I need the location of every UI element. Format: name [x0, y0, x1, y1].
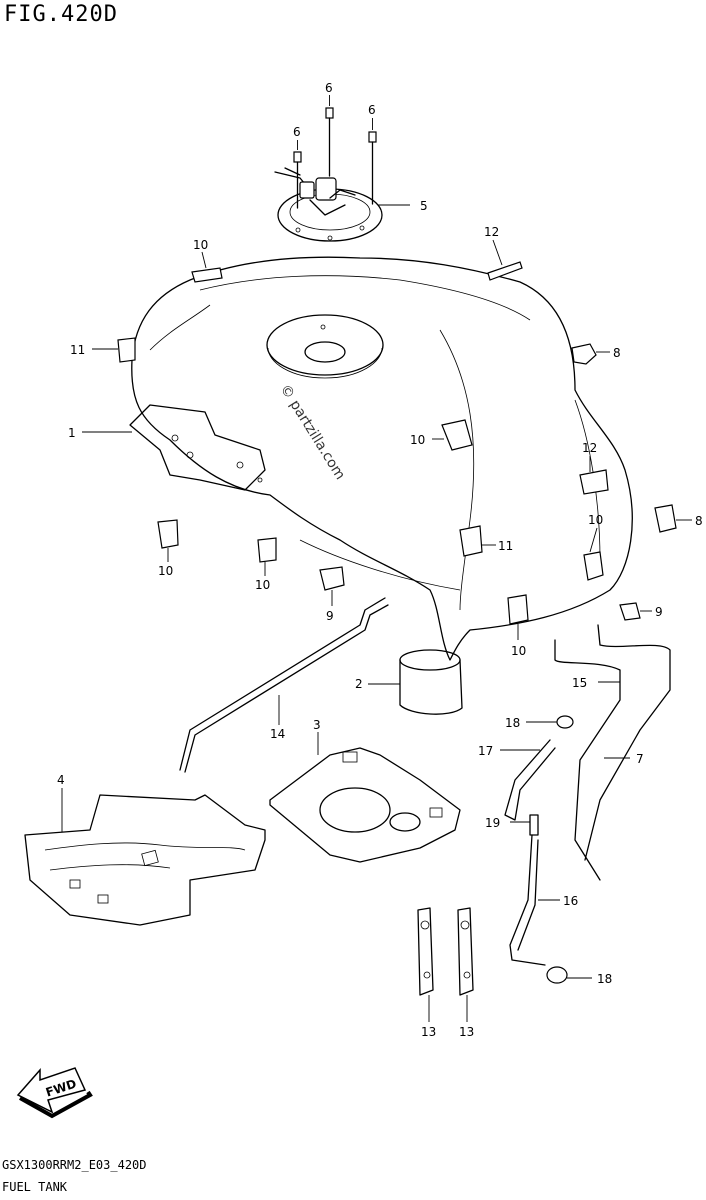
callout-9b: 9: [655, 605, 663, 619]
callout-2: 2: [355, 677, 363, 691]
callout-11b: 11: [498, 539, 513, 553]
callout-5: 5: [420, 199, 428, 213]
callout-13a: 13: [421, 1025, 436, 1039]
rod-part-14[interactable]: [179, 597, 389, 773]
bolt-part-6[interactable]: [293, 107, 377, 209]
callout-19: 19: [485, 816, 500, 830]
fwd-arrow-icon: FWD: [16, 1067, 93, 1119]
callout-7: 7: [636, 752, 644, 766]
diagram-name: FUEL TANK: [2, 1180, 68, 1194]
callout-12a: 12: [484, 225, 499, 239]
callout-14: 14: [270, 727, 285, 741]
callout-10f: 10: [511, 644, 526, 658]
brackets-part-13[interactable]: [417, 907, 474, 996]
watermark: © partzilla.com: [277, 382, 348, 483]
callout-15: 15: [572, 676, 587, 690]
callout-16: 16: [563, 894, 578, 908]
heat-shield-part-4[interactable]: [24, 794, 266, 926]
diagram-code: GSX1300RRM2_E03_420D: [2, 1158, 147, 1172]
callout-10d: 10: [158, 564, 173, 578]
callout-9a: 9: [326, 609, 334, 623]
band-part-2[interactable]: [399, 649, 463, 715]
callout-17: 17: [478, 744, 493, 758]
callout-10b: 10: [410, 433, 425, 447]
callout-3: 3: [313, 718, 321, 732]
callout-10e: 10: [255, 578, 270, 592]
callout-18a: 18: [505, 716, 520, 730]
callout-6b: 6: [293, 125, 301, 139]
hoses-group[interactable]: [504, 624, 671, 984]
callout-6c: 6: [368, 103, 376, 117]
callout-12b: 12: [582, 441, 597, 455]
callout-1: 1: [68, 426, 76, 440]
pads-group[interactable]: [117, 261, 677, 625]
callout-10c: 10: [588, 513, 603, 527]
figure-title: FIG.420D: [4, 2, 118, 27]
fuel-pump-part-5[interactable]: [274, 167, 383, 242]
callout-13b: 13: [459, 1025, 474, 1039]
callout-8b: 8: [695, 514, 703, 528]
callout-11a: 11: [70, 343, 85, 357]
callouts: 6 6 6 5 10 12 11 8 1 10 12 8 10 10 11 10…: [57, 81, 703, 1039]
callout-8a: 8: [613, 346, 621, 360]
callout-6a: 6: [325, 81, 333, 95]
gasket-part-3[interactable]: [269, 747, 461, 863]
leader-lines: [61, 95, 692, 1022]
callout-10a: 10: [193, 238, 208, 252]
callout-4: 4: [57, 773, 65, 787]
callout-18b: 18: [597, 972, 612, 986]
